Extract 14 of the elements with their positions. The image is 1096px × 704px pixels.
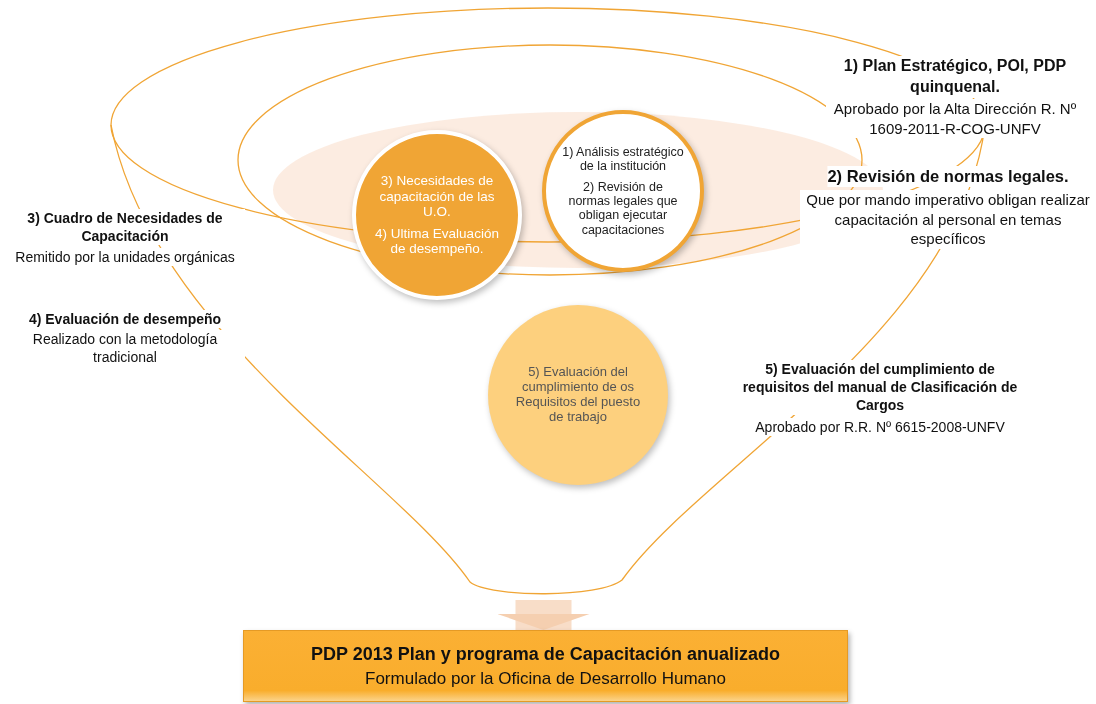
circle-text: 3) Necesidades de capacitación de las U.O. xyxy=(378,173,496,220)
circle-text: 4) Ultima Evaluación de desempeño. xyxy=(374,225,500,257)
arrow xyxy=(497,600,590,630)
note-text: Remitido por la unidades orgánicas xyxy=(15,248,235,267)
circle-text: 1) Análisis estratégico de la institución xyxy=(562,144,684,174)
circle-text: 5) Evaluación del cumplimiento de os Requisitos del puesto de trabajo xyxy=(514,365,642,425)
box-subtitle: Formulado por la Oficina de Desarrollo Humano xyxy=(365,668,726,689)
circle-text: 2) Revisión de normas legales que obligan ejecutar capacitaciones xyxy=(567,179,679,238)
box-title: PDP 2013 Plan y programa de Capacitación anualizado xyxy=(311,643,780,665)
note-heading: 5) Evaluación del cumplimiento de requisitos del manual de Clasificación de Cargos xyxy=(742,360,1018,415)
result-box xyxy=(243,630,848,702)
note-text: Aprobado por R.R. Nº 6615-2008-UNFV xyxy=(755,418,1005,437)
note-heading: 4) Evaluación de desempeño xyxy=(28,310,222,329)
note-heading: 2) Revisión de normas legales. xyxy=(827,166,1069,188)
